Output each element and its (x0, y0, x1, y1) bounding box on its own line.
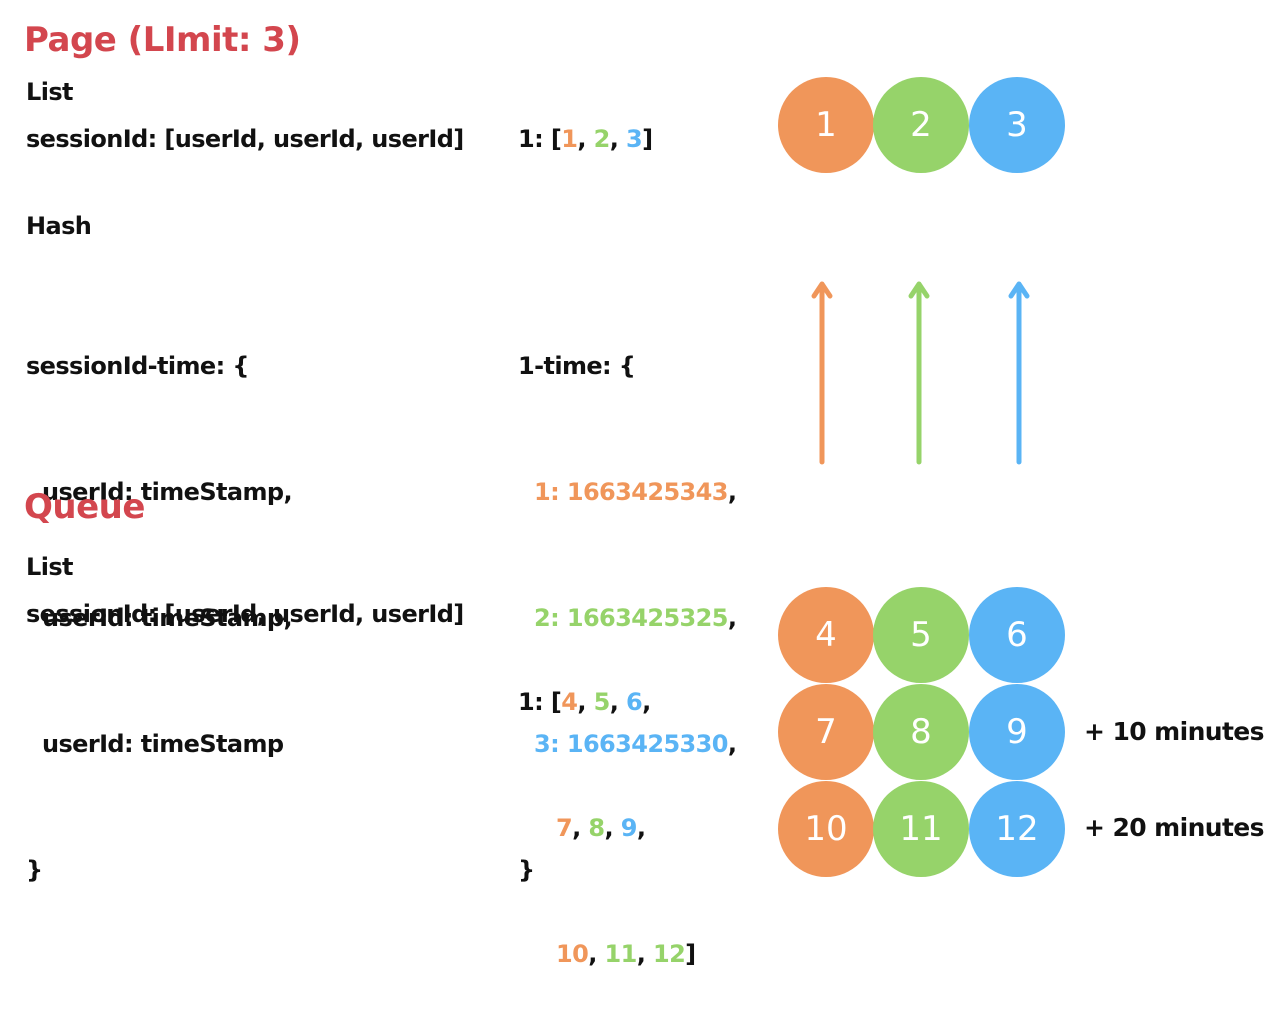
page-hash-schema: sessionId-time: { userId: timeStamp, use… (26, 261, 293, 933)
queue-circle-12: 12 (969, 781, 1065, 877)
page-hash-example: 1-time: { 1: 1663425343, 2: 1663425325, … (518, 261, 737, 933)
arrow-blue (1008, 281, 1030, 465)
queue-row-note-3: + 20 minutes (1084, 813, 1265, 842)
arrows-layer (811, 281, 1030, 465)
page-list-heading: List (26, 78, 73, 106)
page-circle-3: 3 (969, 77, 1065, 173)
page-list-schema: sessionId: [userId, userId, userId] (26, 125, 464, 153)
page-hash-heading: Hash (26, 212, 92, 240)
queue-circle-9: 9 (969, 684, 1065, 780)
queue-circle-4: 4 (778, 587, 874, 683)
queue-section-title: Queue (24, 487, 145, 527)
arrow-orange (811, 281, 833, 465)
page-section-title: Page (LImit: 3) (24, 20, 301, 60)
queue-row-note-2: + 10 minutes (1084, 717, 1265, 746)
hash-schema-close: } (26, 856, 43, 884)
queue-list-item-5: 5 (593, 688, 611, 716)
queue-circle-11: 11 (873, 781, 969, 877)
hash-example-open: 1-time: { (518, 352, 636, 380)
queue-circle-8: 8 (873, 684, 969, 780)
hash-schema-open: sessionId-time: { (26, 352, 249, 380)
queue-list-example-prefix: 1: [ (518, 688, 562, 716)
page-list-item-3: 3 (626, 125, 643, 153)
queue-list-example: 1: [4, 5, 6, 7, 8, 9, 10, 11, 12] (518, 688, 696, 968)
queue-list-item-6: 6 (626, 688, 643, 716)
hash-example-entry-2: 2: 1663425325 (534, 604, 728, 632)
queue-list-item-11: 11 (604, 940, 637, 968)
queue-list-item-4: 4 (561, 688, 578, 716)
page-list-example-prefix: 1: [ (518, 125, 562, 153)
page-list-example: 1: [1, 2, 3] (518, 125, 653, 153)
queue-list-item-12: 12 (652, 940, 686, 968)
hash-example-entry-1: 1: 1663425343 (534, 478, 728, 506)
page-list-item-1: 1 (561, 125, 578, 153)
page-circle-2: 2 (873, 77, 969, 173)
page-circle-1: 1 (778, 77, 874, 173)
hash-example-close: } (518, 856, 535, 884)
queue-circle-10: 10 (778, 781, 874, 877)
page-list-item-2: 2 (593, 125, 611, 153)
queue-circle-7: 7 (778, 684, 874, 780)
queue-circle-5: 5 (873, 587, 969, 683)
hash-schema-line-2: userId: timeStamp, (42, 604, 293, 632)
hash-schema-line-3: userId: timeStamp (42, 730, 284, 758)
queue-list-example-suffix: ] (685, 940, 696, 968)
hash-schema-line-1: userId: timeStamp, (42, 478, 293, 506)
queue-list-item-8: 8 (588, 814, 605, 842)
queue-list-item-9: 9 (620, 814, 638, 842)
queue-list-schema: sessionId: [userId, userId, userId] (26, 600, 464, 628)
page-list-example-suffix: ] (642, 125, 653, 153)
queue-list-item-7: 7 (556, 814, 573, 842)
hash-example-entry-3: 3: 1663425330 (534, 730, 728, 758)
queue-list-heading: List (26, 553, 73, 581)
queue-list-item-10: 10 (556, 940, 589, 968)
arrow-green (908, 281, 930, 465)
queue-circle-6: 6 (969, 587, 1065, 683)
